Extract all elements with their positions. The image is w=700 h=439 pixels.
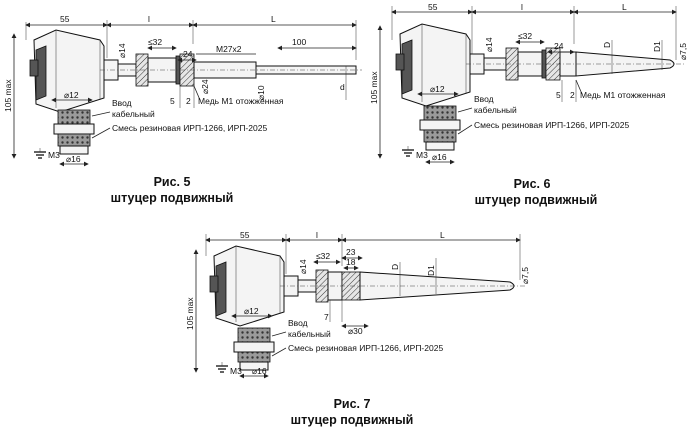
fig5-dim-s32: ≤32 (148, 37, 162, 47)
fig6-dim-D1: D1 (652, 41, 662, 52)
fig7-dim-s32: ≤32 (316, 251, 330, 261)
fig6-dim-105: 105 max (369, 71, 379, 104)
fig6-note-gland: Ввод (474, 94, 494, 104)
fig6-dim-24: 24 (554, 41, 564, 51)
fig5-dim-l: l (148, 14, 150, 24)
fig5-dim-d24b: ⌀24 (200, 79, 210, 94)
fig7-dim-D1: D1 (426, 265, 436, 276)
fig5-dim-2: 2 (186, 96, 191, 106)
fig7-dim-d16: ⌀16 (252, 366, 267, 376)
fig5-note-gland: Ввод (112, 98, 132, 108)
fig7-rubber-seal (237, 327, 271, 343)
fig5-dim-d14: ⌀14 (117, 43, 127, 58)
fig6-dim-d12: ⌀12 (430, 84, 445, 94)
fig6-dim-d16: ⌀16 (432, 152, 447, 162)
fig6-subtitle: штуцер подвижный (475, 193, 598, 207)
fig5-note-rubber: Смесь резиновая ИРП-1266, ИРП-2025 (112, 123, 267, 133)
fig5-dim-105: 105 max (3, 79, 13, 112)
fig5-dim-d10: ⌀10 (256, 85, 266, 100)
fig5-dim-d16: ⌀16 (66, 154, 81, 164)
fig7-note-rubber: Смесь резиновая ИРП-1266, ИРП-2025 (288, 343, 443, 353)
fig5-note-copper: Медь M1 отожженная (198, 96, 284, 106)
fig5-dim-d12: ⌀12 (64, 90, 79, 100)
fig7-dim-d30: ⌀30 (348, 326, 363, 336)
fig7-dim-7: 7 (324, 312, 329, 322)
fig6-dim-55: 55 (428, 2, 438, 12)
fig6-caption: Рис. 6 (514, 177, 551, 191)
fig7-dim-m3: M3 (230, 366, 242, 376)
fig6-dim-D: D (602, 42, 612, 48)
fig6-dim-2: 2 (570, 90, 575, 100)
fig6-dim-d75: ⌀7,5 (678, 43, 688, 60)
fig5-dim-24: 24 (183, 49, 193, 59)
fig6-note-copper: Медь M1 отожженная (580, 90, 666, 100)
fig7-dim-d12: ⌀12 (244, 306, 259, 316)
fig6-dim-L: L (622, 2, 627, 12)
fig5-caption: Рис. 5 (154, 175, 191, 189)
figure-6: 55 l L 105 max ≤32 24 ⌀14 D D1 ⌀7,5 5 2 (369, 2, 688, 207)
fig7-subtitle: штуцер подвижный (291, 413, 414, 427)
fig5-note-gland2: кабельный (112, 109, 155, 119)
fig7-dim-105: 105 max (185, 297, 195, 330)
fig6-dim-d14: ⌀14 (484, 37, 494, 52)
fig7-dim-23: 23 (346, 247, 356, 257)
fig6-sheath (575, 51, 675, 77)
fig7-dim-L: L (440, 230, 445, 240)
fig6-dim-s32: ≤32 (518, 31, 532, 41)
fig7-dim-D: D (390, 264, 400, 270)
fig7-dim-d14: ⌀14 (298, 259, 308, 274)
fig5-dim-L: L (271, 14, 276, 24)
fig7-caption: Рис. 7 (334, 397, 371, 411)
fig5-dim-m3: M3 (48, 150, 60, 160)
fig5-dim-m27: M27x2 (216, 44, 242, 54)
fig5-dim-5: 5 (170, 96, 175, 106)
fig7-note-gland2: кабельный (288, 329, 331, 339)
fig6-rubber-seal (423, 105, 457, 121)
figure-7: 55 l L 105 max ≤32 23 18 ⌀14 D D1 ⌀7,5 7… (185, 230, 530, 427)
fig5-rubber-seal (57, 109, 91, 125)
figure-5: 55 l L 105 max ≤32 24 M27x2 100 ⌀14 (3, 14, 362, 205)
fig6-dim-l: l (521, 2, 523, 12)
fig5-dim-d: d (340, 82, 345, 92)
fig7-dim-l: l (316, 230, 318, 240)
fig7-dim-18: 18 (346, 257, 356, 267)
fig7-dim-55: 55 (240, 230, 250, 240)
fig5-dim-100: 100 (292, 37, 306, 47)
fig7-note-gland: Ввод (288, 318, 308, 328)
fig7-dim-d75: ⌀7,5 (520, 267, 530, 284)
fig5-subtitle: штуцер подвижный (111, 191, 234, 205)
fig6-note-rubber: Смесь резиновая ИРП-1266, ИРП-2025 (474, 120, 629, 130)
fig6-dim-5: 5 (556, 90, 561, 100)
fig5-dim-55: 55 (60, 14, 70, 24)
fig6-note-gland2: кабельный (474, 105, 517, 115)
fig6-dim-m3: M3 (416, 150, 428, 160)
